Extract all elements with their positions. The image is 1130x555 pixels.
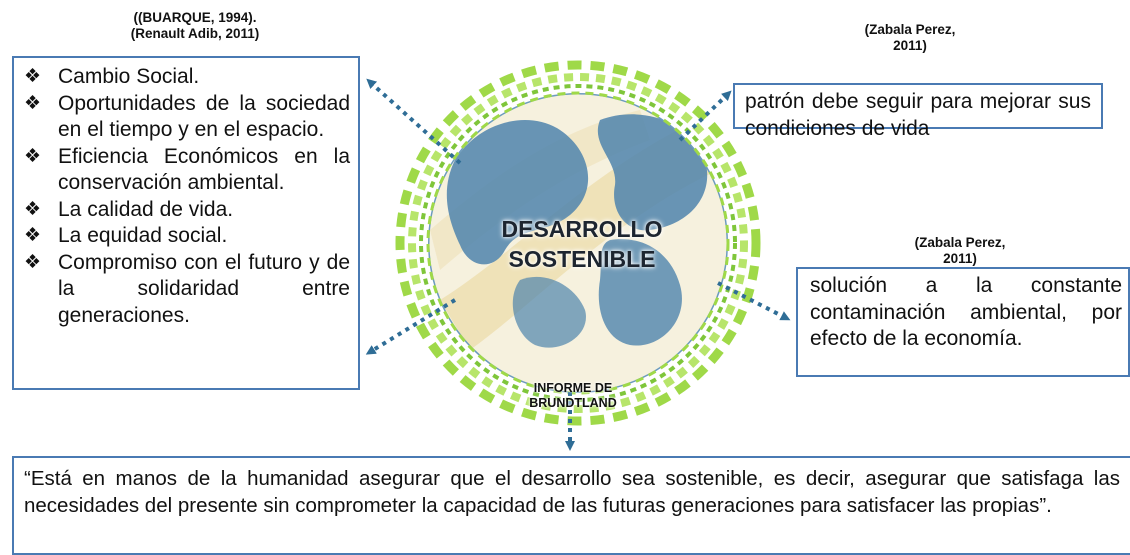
diamond-bullet-icon: ❖ — [24, 145, 42, 167]
list-item: ❖La equidad social. — [22, 223, 350, 250]
list-item: ❖Compromiso con el futuro y de la solida… — [24, 250, 350, 327]
list-item: ❖Cambio Social. — [22, 64, 350, 91]
center-title-line1: DESARROLLO — [501, 216, 663, 242]
concepts-list: ❖Cambio Social. ❖Oportunidades de la soc… — [22, 64, 350, 329]
brundtland-quote-box: “Está en manos de la humanidad asegurar … — [12, 456, 1130, 555]
citation-buarque-renault: ((BUARQUE, 1994). (Renault Adib, 2011) — [130, 10, 260, 41]
left-concepts-box: ❖Cambio Social. ❖Oportunidades de la soc… — [12, 56, 360, 390]
list-item: ❖Eficiencia Económicos en la conservació… — [24, 144, 350, 195]
center-title: DESARROLLO SOSTENIBLE — [470, 214, 694, 274]
connector-arrows — [365, 78, 791, 451]
diamond-bullet-icon: ❖ — [24, 92, 42, 114]
green-ring-decoration — [395, 60, 761, 426]
diamond-bullet-icon: ❖ — [24, 225, 42, 246]
report-label-line2: BRUNDTLAND — [529, 396, 617, 410]
diamond-bullet-icon: ❖ — [24, 251, 42, 273]
citation-zabala-middle: (Zabala Perez, 2011) — [914, 235, 1006, 266]
diamond-bullet-icon: ❖ — [24, 198, 42, 220]
globe-icon — [428, 93, 728, 393]
list-item: ❖La calidad de vida. — [22, 197, 350, 224]
top-right-definition-box: patrón debe seguir para mejorar sus cond… — [733, 83, 1103, 140]
middle-right-definition-box: solución a la constante contaminación am… — [796, 267, 1130, 377]
brundtland-report-label: INFORME DE BRUNDTLAND — [508, 381, 638, 411]
citation-zabala-top: (Zabala Perez, 2011) — [864, 22, 956, 53]
report-label-line1: INFORME DE — [533, 381, 613, 395]
center-title-line2: SOSTENIBLE — [508, 246, 656, 272]
diamond-bullet-icon: ❖ — [24, 66, 42, 87]
list-item: ❖Oportunidades de la sociedad en el tiem… — [24, 91, 350, 142]
